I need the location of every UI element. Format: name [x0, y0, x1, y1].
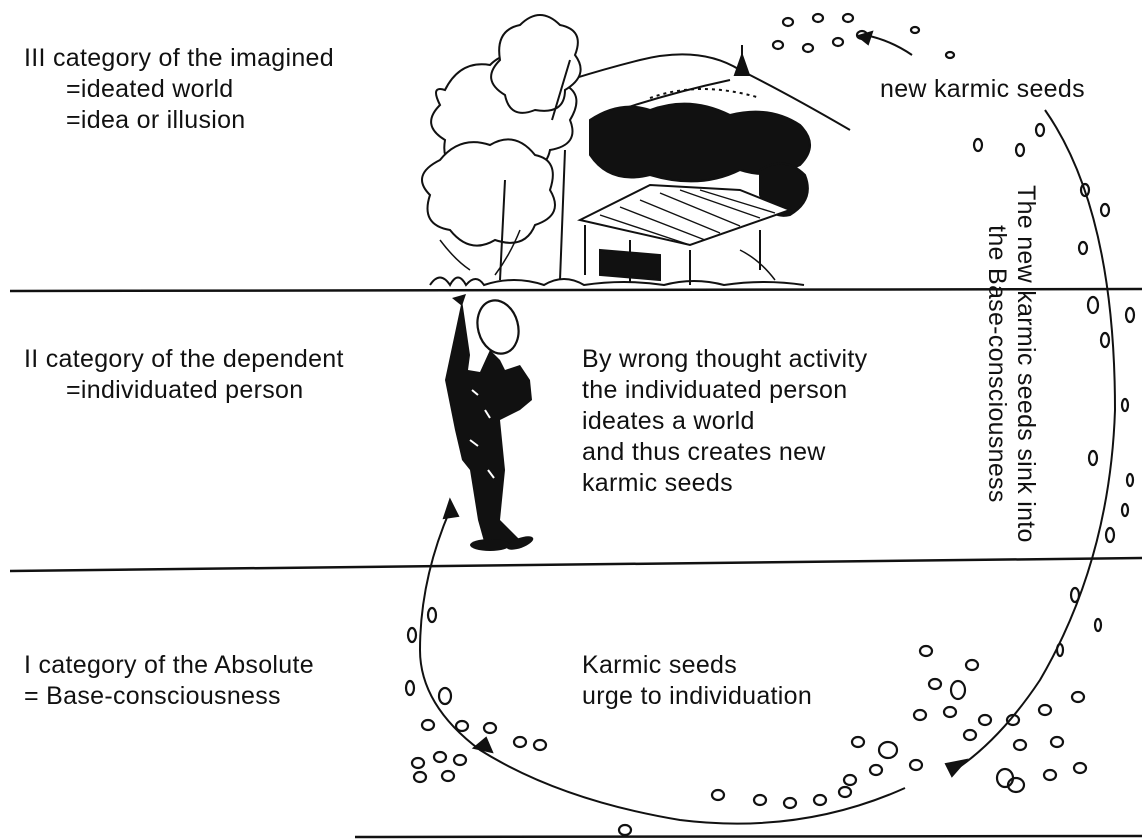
- seeds-sink-line-2: the Base-consciousness: [982, 185, 1011, 543]
- category-absolute: I category of the Absolute = Base-consci…: [24, 650, 314, 712]
- category-imagined-line-1: =ideated world: [24, 74, 334, 105]
- person-figure: [445, 294, 535, 552]
- thought-activity-text: By wrong thought activity the individuat…: [582, 344, 867, 499]
- category-absolute-title: I category of the Absolute: [24, 650, 314, 681]
- category-dependent: II category of the dependent =individuat…: [24, 344, 344, 406]
- landscape-illustration: [422, 15, 850, 285]
- divider-middle: [10, 558, 1142, 571]
- seeds-sink-line-1: The new karmic seeds sink into: [1011, 185, 1040, 543]
- divider-bottom: [355, 836, 1142, 837]
- category-imagined: III category of the imagined =ideated wo…: [24, 43, 334, 136]
- urge-line-1: Karmic seeds: [582, 650, 812, 681]
- category-imagined-title: III category of the imagined: [24, 43, 334, 74]
- thought-activity-line-4: and thus creates new: [582, 437, 867, 468]
- category-dependent-title: II category of the dependent: [24, 344, 344, 375]
- thought-activity-line-1: By wrong thought activity: [582, 344, 867, 375]
- category-absolute-line-1: = Base-consciousness: [24, 681, 314, 712]
- person-head: [472, 296, 525, 359]
- divider-top: [10, 289, 1142, 291]
- category-dependent-line-1: =individuated person: [24, 375, 344, 406]
- category-imagined-line-2: =idea or illusion: [24, 105, 334, 136]
- urge-line-2: urge to individuation: [582, 681, 812, 712]
- thought-activity-line-2: the individuated person: [582, 375, 867, 406]
- seeds-sink-label: The new karmic seeds sink into the Base-…: [982, 185, 1040, 543]
- thought-activity-line-3: ideates a world: [582, 406, 867, 437]
- urge-text: Karmic seeds urge to individuation: [582, 650, 812, 712]
- thought-activity-line-5: karmic seeds: [582, 468, 867, 499]
- new-seeds-label: new karmic seeds: [880, 74, 1085, 105]
